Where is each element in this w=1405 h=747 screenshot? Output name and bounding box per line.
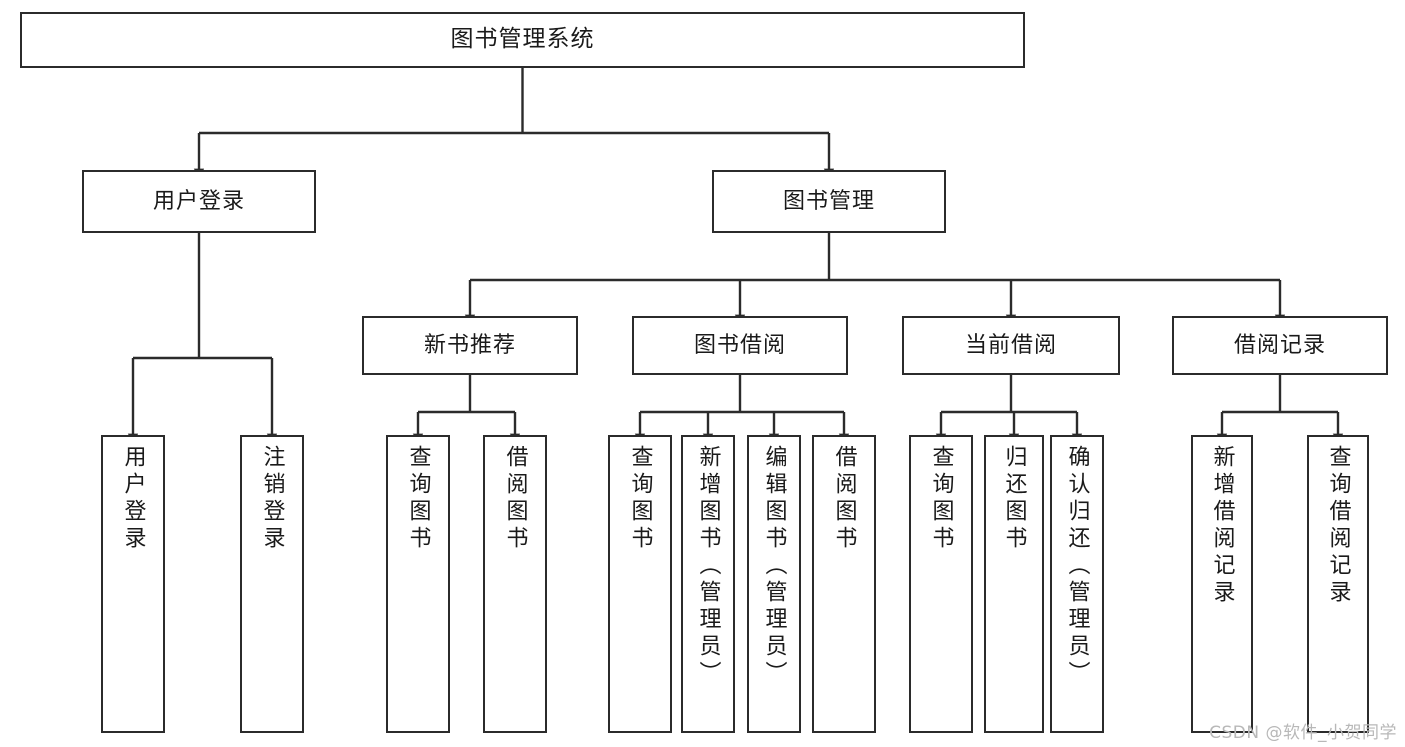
watermark: CSDN @软件_小贺同学 <box>1209 723 1397 743</box>
node-label: 用户登录 <box>152 188 245 214</box>
node-leaf-add-book[interactable]: 新增图书（管理员） <box>681 435 735 733</box>
node-leaf-query-b[interactable]: 查询图书 <box>608 435 672 733</box>
node-leaf-query-new[interactable]: 查询图书 <box>386 435 450 733</box>
node-label: 借阅图书 <box>831 445 857 553</box>
node-label: 新增图书（管理员） <box>695 445 721 688</box>
node-label: 查询借阅记录 <box>1325 445 1351 607</box>
node-label: 查询图书 <box>627 445 653 553</box>
node-label: 编辑图书（管理员） <box>761 445 787 688</box>
node-label: 图书借阅 <box>693 332 786 358</box>
node-label: 新增借阅记录 <box>1209 445 1235 607</box>
node-leaf-add-rec[interactable]: 新增借阅记录 <box>1191 435 1253 733</box>
node-leaf-query-rec[interactable]: 查询借阅记录 <box>1307 435 1369 733</box>
node-label: 查询图书 <box>405 445 431 553</box>
node-label: 注销登录 <box>259 445 285 553</box>
node-current[interactable]: 当前借阅 <box>902 316 1120 375</box>
node-leaf-confirm[interactable]: 确认归还（管理员） <box>1050 435 1104 733</box>
node-login[interactable]: 用户登录 <box>82 170 316 233</box>
node-leaf-logout[interactable]: 注销登录 <box>240 435 304 733</box>
node-label: 图书管理 <box>782 188 875 214</box>
node-label: 借阅图书 <box>502 445 528 553</box>
node-label: 查询图书 <box>928 445 954 553</box>
node-records[interactable]: 借阅记录 <box>1172 316 1388 375</box>
node-leaf-login[interactable]: 用户登录 <box>101 435 165 733</box>
node-bookmgmt[interactable]: 图书管理 <box>712 170 946 233</box>
node-leaf-borrow-new[interactable]: 借阅图书 <box>483 435 547 733</box>
node-label: 借阅记录 <box>1233 332 1326 358</box>
node-leaf-return[interactable]: 归还图书 <box>984 435 1044 733</box>
node-label: 新书推荐 <box>423 332 516 358</box>
node-leaf-edit-book[interactable]: 编辑图书（管理员） <box>747 435 801 733</box>
node-leaf-query-c[interactable]: 查询图书 <box>909 435 973 733</box>
node-borrow[interactable]: 图书借阅 <box>632 316 848 375</box>
node-label: 确认归还（管理员） <box>1064 445 1090 688</box>
node-root[interactable]: 图书管理系统 <box>20 12 1025 68</box>
node-label: 归还图书 <box>1001 445 1027 553</box>
node-label: 当前借阅 <box>964 332 1057 358</box>
node-newbook[interactable]: 新书推荐 <box>362 316 578 375</box>
node-label: 图书管理系统 <box>450 26 595 53</box>
node-leaf-borrow-b[interactable]: 借阅图书 <box>812 435 876 733</box>
node-label: 用户登录 <box>120 445 146 553</box>
